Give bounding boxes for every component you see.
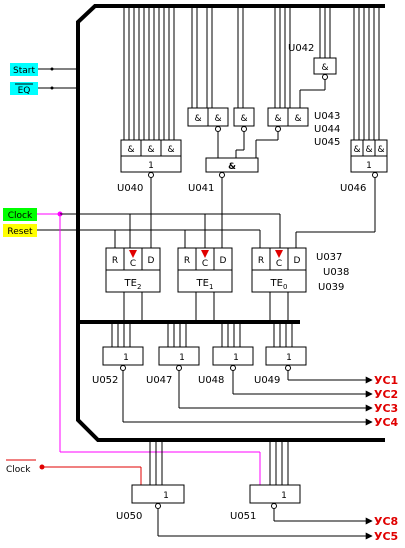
svg-text:TE1: TE1	[196, 278, 214, 291]
te1-base: TE	[196, 278, 209, 289]
gate-u042: &	[299, 57, 337, 108]
svg-text:1: 1	[163, 491, 169, 501]
svg-text:R: R	[112, 256, 118, 266]
gate-u041: &	[205, 149, 259, 252]
main-bus	[76, 4, 385, 442]
svg-text:&: &	[214, 114, 221, 124]
label-u043: U043	[314, 111, 340, 122]
input-reset-bg	[3, 224, 37, 237]
label-u048: U048	[198, 375, 224, 386]
input-start-bg	[10, 63, 38, 76]
svg-text:1: 1	[148, 161, 154, 171]
input-clock-label: Clock	[8, 211, 33, 221]
flipflop-te2: R C D TE2	[105, 247, 161, 322]
svg-text:TE2: TE2	[124, 278, 142, 291]
te1-sub: 1	[209, 283, 213, 291]
svg-text:1: 1	[179, 353, 185, 363]
svg-text:1: 1	[233, 353, 239, 363]
svg-text:&: &	[353, 145, 360, 155]
output-yc2: УС2	[374, 388, 398, 401]
label-u050: U050	[116, 511, 142, 522]
gate-u049: 1	[265, 322, 360, 381]
svg-text:&: &	[274, 114, 281, 124]
label-u044: U044	[314, 124, 340, 135]
gate-u050: 1	[131, 440, 373, 540]
output-yc4: УС4	[374, 416, 399, 429]
gate-u043: & &	[187, 107, 229, 150]
label-u038: U038	[323, 267, 349, 278]
input-eq-bg	[10, 82, 38, 95]
top-bus-taps	[123, 6, 380, 140]
output-yc1: УС1	[374, 374, 398, 387]
flipflop-te1: R C D TE1	[177, 247, 233, 322]
input-eq-label: EQ	[18, 86, 31, 96]
svg-text:&: &	[127, 145, 134, 155]
input-reset: Reset	[3, 224, 37, 237]
te0-sub: 0	[283, 283, 287, 291]
output-arrows	[360, 376, 373, 426]
svg-text:D: D	[294, 256, 301, 266]
svg-text:R: R	[184, 256, 190, 266]
label-u049: U049	[254, 375, 280, 386]
svg-text:1: 1	[281, 491, 287, 501]
output-yc5: УС5	[374, 530, 398, 543]
gate-u051: 1	[249, 440, 373, 525]
label-u039: U039	[318, 282, 344, 293]
input-start-label: Start	[13, 66, 35, 76]
svg-text:TE0: TE0	[270, 278, 288, 291]
gate-u040: & & & 1	[120, 139, 182, 252]
te2-base: TE	[124, 278, 137, 289]
gate-u044: &	[233, 107, 255, 150]
input-clock: Clock	[3, 208, 37, 221]
svg-text:&: &	[240, 114, 247, 124]
svg-text:&: &	[228, 162, 236, 172]
gate-u045: & &	[255, 107, 309, 158]
label-u045: U045	[314, 137, 340, 148]
label-u040: U040	[117, 183, 143, 194]
svg-text:C: C	[130, 259, 136, 269]
label-u037: U037	[316, 252, 342, 263]
input-reset-label: Reset	[7, 227, 33, 237]
label-u041: U041	[188, 183, 214, 194]
svg-text:&: &	[167, 145, 174, 155]
svg-text:D: D	[220, 256, 227, 266]
label-u042: U042	[288, 43, 314, 54]
svg-text:&: &	[365, 145, 372, 155]
gate-u048: 1	[212, 322, 360, 395]
gate-u047: 1	[158, 322, 360, 409]
te2-sub: 2	[137, 283, 141, 291]
svg-text:&: &	[377, 145, 384, 155]
output-yc8: УС8	[374, 515, 398, 528]
input-start: Start	[10, 63, 78, 76]
te0-base: TE	[270, 278, 283, 289]
svg-text:&: &	[294, 114, 301, 124]
input-clock-n: Clock	[6, 459, 142, 485]
gate-u046: & & & 1	[295, 139, 388, 248]
input-eq: EQ	[10, 82, 78, 96]
svg-text:C: C	[276, 259, 282, 269]
label-u052: U052	[92, 375, 118, 386]
clock-reset-wiring	[37, 211, 281, 485]
gate-u052: 1	[102, 322, 360, 423]
svg-text:1: 1	[366, 161, 372, 171]
svg-text:&: &	[194, 114, 201, 124]
label-u047: U047	[146, 375, 172, 386]
gate-symbol: &	[321, 63, 328, 73]
label-u046: U046	[340, 183, 366, 194]
svg-text:1: 1	[123, 353, 129, 363]
svg-text:R: R	[258, 256, 264, 266]
svg-text:C: C	[202, 259, 208, 269]
input-clock-bg	[3, 208, 37, 221]
svg-text:&: &	[147, 145, 154, 155]
flipflop-te0: R C D TE0	[251, 247, 307, 322]
svg-text:1: 1	[286, 353, 292, 363]
label-u051: U051	[230, 511, 256, 522]
output-yc3: УС3	[374, 402, 398, 415]
input-clock-n-label: Clock	[6, 465, 31, 475]
svg-text:D: D	[148, 256, 155, 266]
